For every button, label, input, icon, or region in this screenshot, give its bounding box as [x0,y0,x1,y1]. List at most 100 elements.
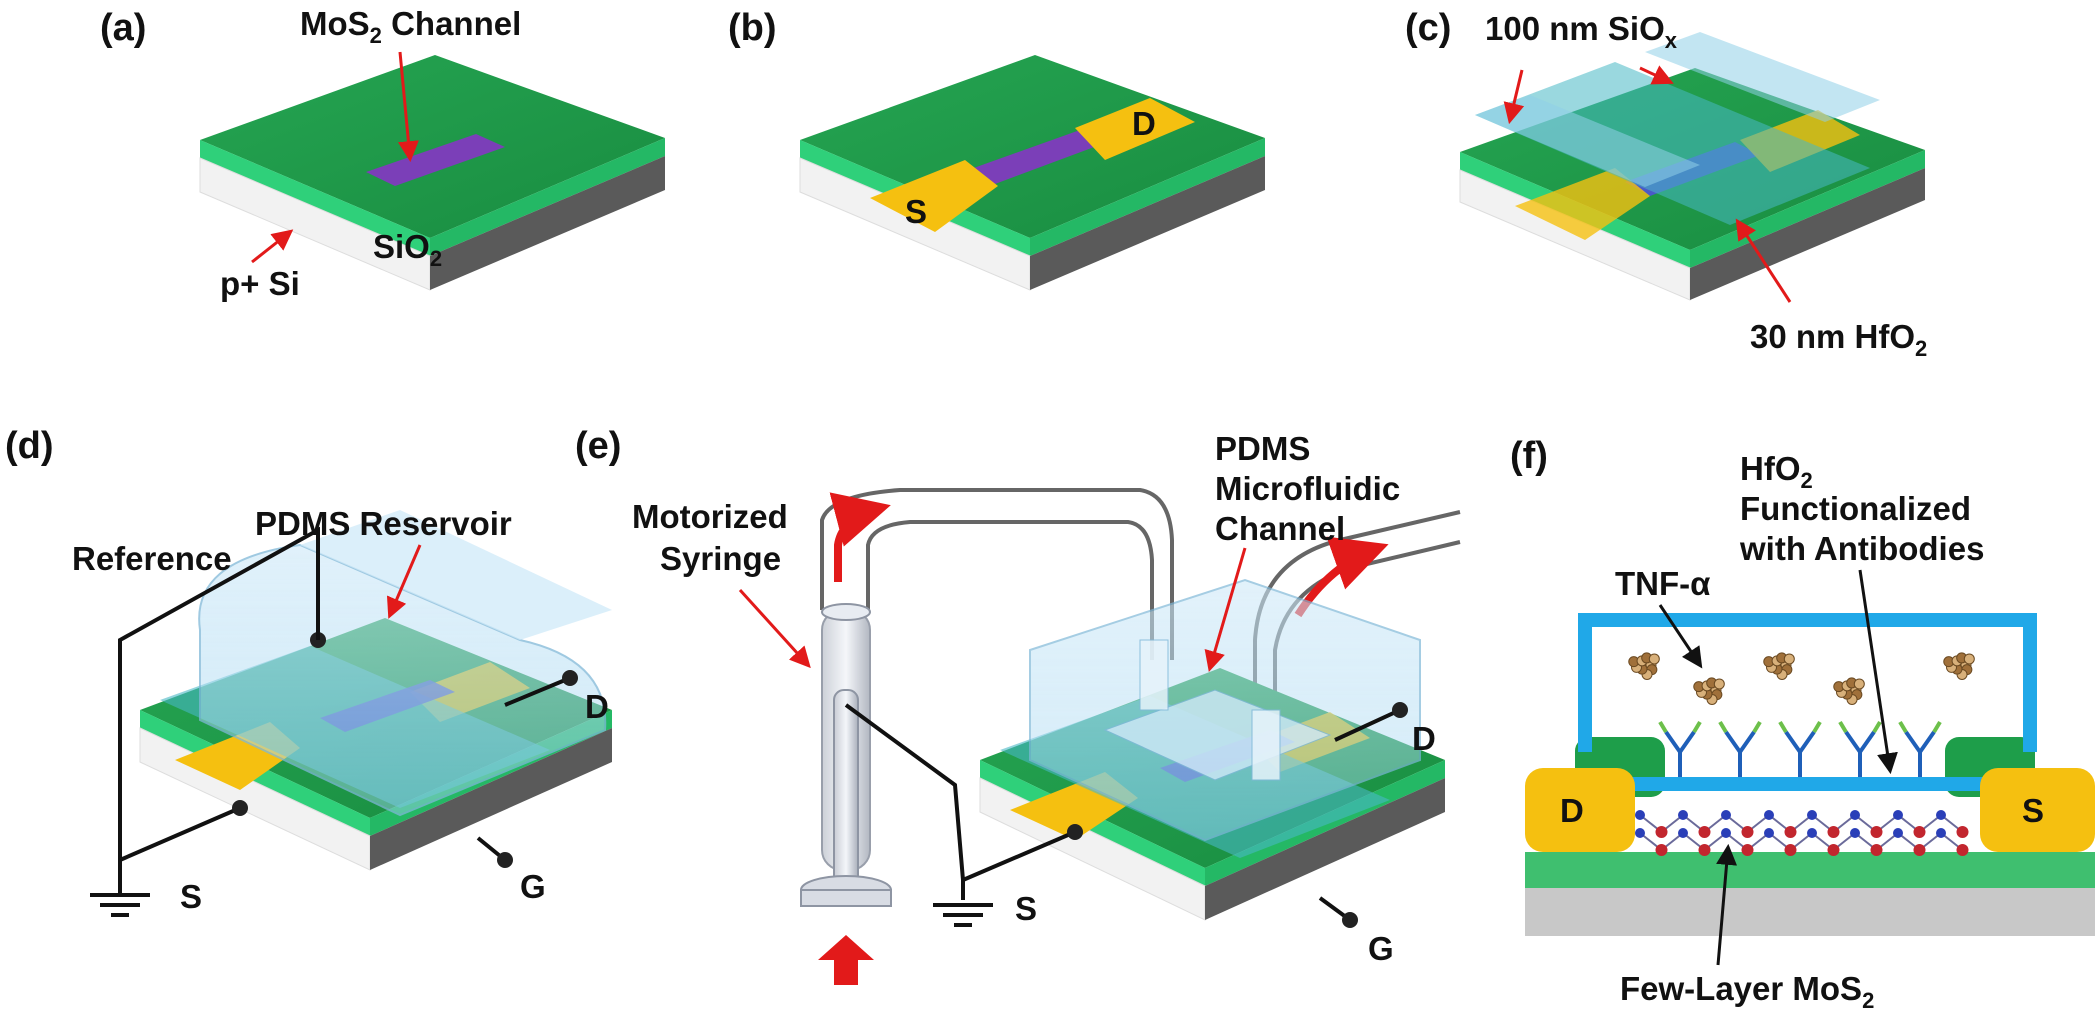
panel-f: (f) D S TNF-α HfO2 Functionalized with A… [1510,435,2095,1013]
push-arrow [818,935,874,985]
channel-label-e-1: PDMS [1215,430,1310,467]
reference-label-d-text: Reference [72,540,232,577]
chip-a-si-right [430,156,665,290]
tnf-molecule [1763,652,1795,680]
drain-label-d: D [585,688,609,725]
gate-label-e: G [1368,930,1394,967]
lattice-atom [1936,810,1946,820]
hfo2-layer-f [1630,777,1985,791]
source-label-e: S [1015,890,1037,927]
substrate-label-a: p+ Si [220,265,300,302]
gate-label-d: G [520,868,546,905]
tnf-molecule [1628,652,1660,680]
lattice-atom [1741,826,1754,838]
lattice-atom [1850,810,1860,820]
hfo2-label-c: 30 nm HfO2 [1750,318,1927,361]
panel-b: (b) S D [728,7,1265,291]
antibodies [1658,720,1942,777]
pdms-reservoir [198,543,607,817]
lattice-atom [1784,844,1797,856]
channel-label-e-3: Channel [1215,510,1345,547]
source-contact-b [870,160,998,232]
antibody [1718,720,1762,777]
arrow-channel-a [397,51,419,163]
lattice-atom [1698,826,1711,838]
lattice-atom [1764,828,1774,838]
mos2-channel-b [968,130,1105,184]
lattice-atom [1827,826,1840,838]
reservoir-label-d: PDMS Reservoir [255,505,512,542]
lattice-atom [1827,844,1840,856]
panel-f-tag: (f) [1510,435,1548,477]
syringe-label-e-1: Motorized [632,498,788,535]
lattice-atom [1784,826,1797,838]
chip-a-oxide-left [200,140,430,256]
antibody [1778,720,1822,777]
panel-d-tag: (d) [5,425,54,467]
syringe-plunger [833,689,859,891]
microfluidic-channel [1103,689,1332,781]
source-label-b: S [905,193,927,230]
source-contact-f [1980,768,2095,852]
mos2-label-f: Few-Layer MoS2 [1620,970,1874,1011]
antibody [1898,720,1942,777]
chip-a-top [200,55,665,238]
lattice-atom [1956,844,1969,856]
lattice-atom [1764,810,1774,820]
drain-label-f: D [1560,792,1584,829]
ground-symbol-d [90,890,150,917]
lattice-atom [1655,826,1668,838]
panel-b-tag: (b) [728,7,777,49]
siox-left-c [1475,95,1700,187]
chip-d [139,510,612,871]
lattice-atom [1721,828,1731,838]
tnf-molecule [1943,652,1975,680]
tnf-molecule [1833,677,1865,705]
lattice-atom [1635,828,1645,838]
drain-contact-b [1075,98,1195,160]
substrate-layer-f [1525,888,2095,936]
arrow-substrate-a [251,229,294,264]
source-label-d: S [180,878,202,915]
mos2-lattice [1635,810,1969,856]
panel-a-tag: (a) [100,7,146,49]
hfo2-label-f-2: Functionalized [1740,490,1971,527]
siox-right-c [1645,32,1880,122]
ground-symbol-e [933,903,993,927]
lattice-atom [1721,810,1731,820]
lattice-atom [1655,844,1668,856]
drain-label-e: D [1412,720,1436,757]
lattice-atom [1850,828,1860,838]
mos2-channel-a [366,134,505,186]
syringe [800,603,892,985]
chip-a [199,55,665,291]
channel-label-e-2: Microfluidic [1215,470,1400,507]
chip-c [1459,32,1925,301]
syringe-label-e-2: Syringe [660,540,781,577]
tnf-label: TNF-α [1615,565,1710,602]
panel-d: (d) Reference PDMS Reservoir [5,425,612,917]
lattice-atom [1913,844,1926,856]
tubing-inlet-outer [820,488,1174,660]
drain-contact-f [1525,768,1635,852]
flow-arrow-in [829,492,891,582]
hfo2-label-f-3: with Antibodies [1739,530,1984,567]
panel-a: (a) MoS2 Channel SiO2 p+ Si [100,5,665,302]
lattice-atom [1678,828,1688,838]
tnf-molecule [1693,677,1725,705]
lattice-atom [1870,844,1883,856]
panel-c: (c) 100 nm SiOx 30 nm HfO2 [1405,7,1927,361]
antibody [1838,720,1882,777]
chip-e [979,578,1445,921]
panel-e: (e) Motorized Syringe [575,425,1461,985]
lattice-atom [1893,810,1903,820]
lattice-atom [1741,844,1754,856]
oxide-layer-f [1525,852,2095,888]
lattice-atom [1893,828,1903,838]
hfo2-layer-c [1475,62,1870,225]
chamber-wall [1578,613,2037,752]
source-label-f: S [2022,792,2044,829]
chip-b [799,55,1265,291]
lattice-atom [1807,810,1817,820]
